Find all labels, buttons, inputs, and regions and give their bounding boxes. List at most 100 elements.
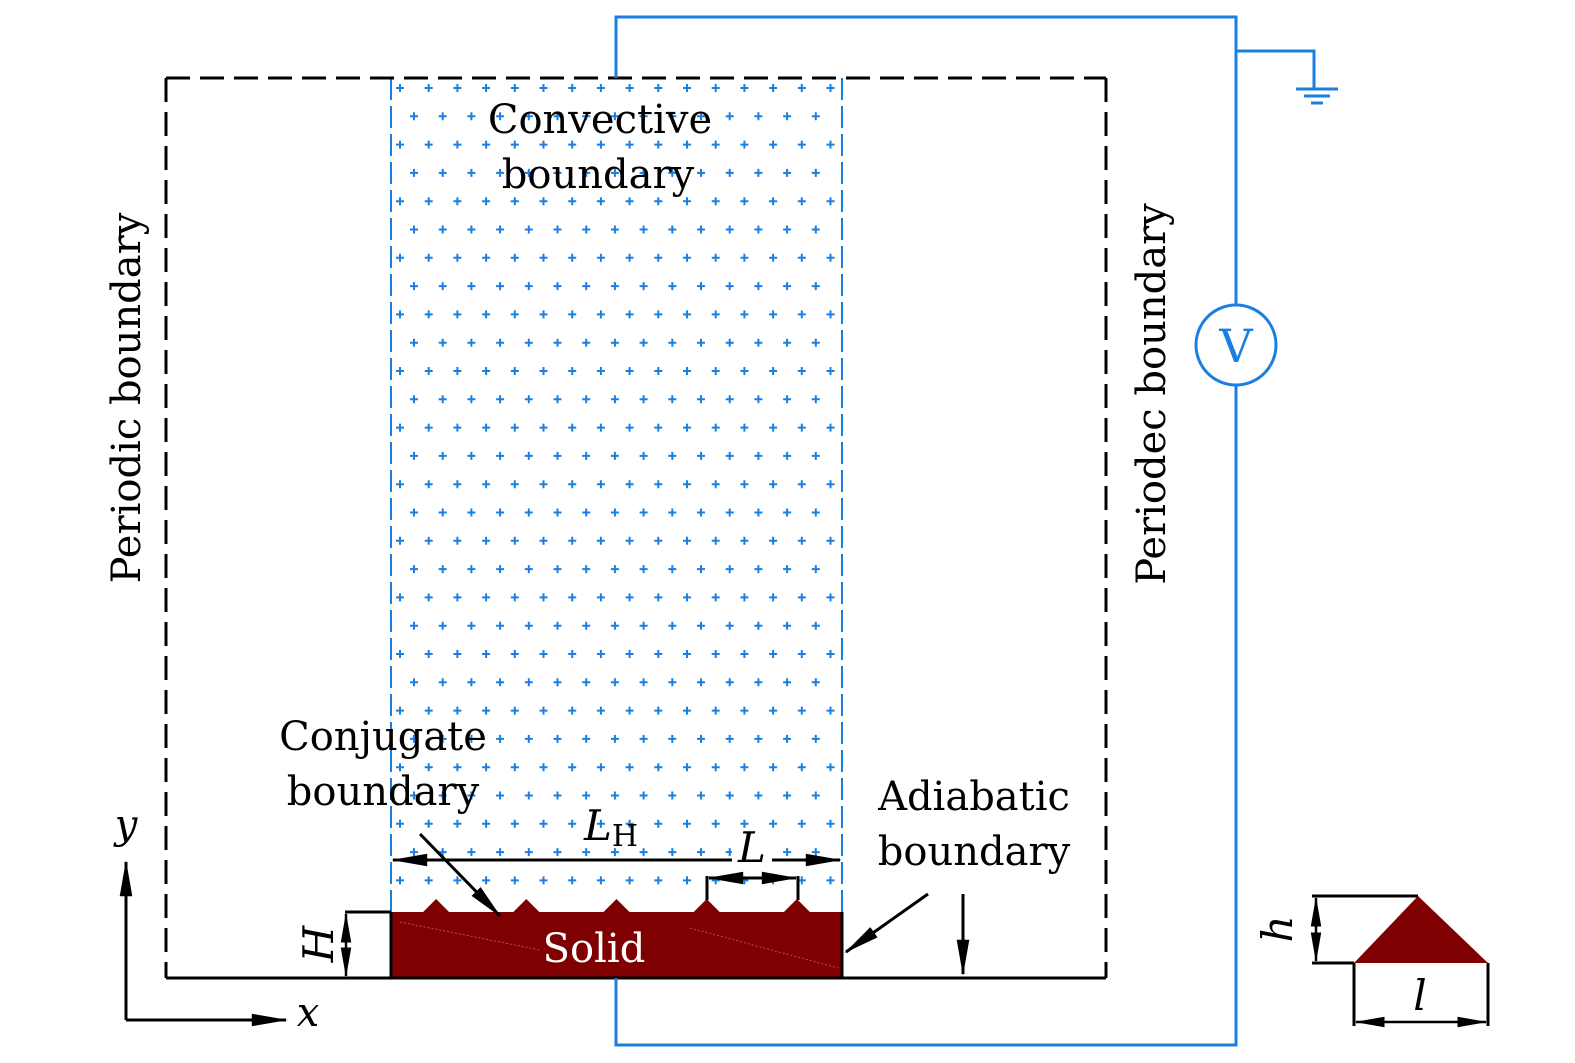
fluid-marker [797,763,806,772]
fluid-region [396,84,835,885]
fluid-marker [683,367,691,375]
fluid-marker [797,536,806,545]
fluid-marker [654,197,663,206]
fluid-marker [811,112,820,121]
fluid-marker [826,536,835,545]
fluid-marker [711,84,720,92]
fluid-marker [668,225,677,234]
fluid-marker [811,508,820,517]
fluid-marker [826,650,835,658]
fluid-marker [711,140,720,149]
fluid-marker [754,791,763,800]
fluid-marker [697,621,705,630]
fluid-marker [654,650,663,658]
fluid-marker [811,848,820,857]
fluid-marker [453,650,462,658]
fluid-marker [410,791,418,800]
fluid-marker [482,819,491,828]
fluid-marker [568,197,577,206]
fluid-marker [510,84,519,92]
fluid-marker [453,706,462,715]
periodic-boundary-right-label: Periodec boundary [1129,203,1175,585]
rib-geometry-inset: h l [1253,894,1490,1028]
fluid-marker [668,621,677,630]
fluid-marker [539,876,548,885]
fluid-marker [697,225,705,234]
fluid-marker [610,734,619,743]
fluid-marker [697,112,705,121]
fluid-marker [625,310,634,319]
fluid-marker [482,140,491,149]
fluid-marker [553,678,562,687]
fluid-marker [482,706,491,715]
fluid-marker [668,565,677,574]
fluid-marker [582,678,591,687]
fluid-marker [754,734,763,743]
fluid-marker [453,140,462,149]
fluid-marker [568,763,577,772]
fluid-marker [697,678,705,687]
fluid-marker [410,168,418,177]
fluid-marker [396,310,404,319]
fluid-marker [711,763,720,772]
fluid-marker [711,819,720,828]
fluid-marker [568,423,577,432]
fluid-marker [510,763,519,772]
fluid-marker [424,197,433,206]
fluid-marker [610,168,619,177]
fluid-marker [683,480,691,489]
fluid-marker [826,84,835,92]
fluid-marker [754,451,763,460]
fluid-marker [639,791,648,800]
fluid-marker [596,253,605,262]
fluid-marker [524,395,533,404]
fluid-marker [639,112,648,121]
fluid-marker [754,395,763,404]
fluid-marker [424,536,433,545]
fluid-marker [740,593,749,602]
fluid-marker [811,791,820,800]
fluid-marker [668,112,677,121]
fluid-marker [783,338,792,347]
fluid-marker [524,451,533,460]
fluid-marker [639,338,648,347]
fluid-marker [496,225,505,234]
fluid-marker [725,508,734,517]
fluid-marker [783,225,792,234]
fluid-marker [496,791,505,800]
fluid-marker [654,763,663,772]
fluid-marker [654,140,663,149]
fluid-marker [740,706,749,715]
fluid-marker [754,621,763,630]
fluid-marker [424,253,433,262]
fluid-marker [639,451,648,460]
fluid-marker [811,621,820,630]
fluid-marker [482,84,491,92]
fluid-marker [568,706,577,715]
fluid-marker [740,650,749,658]
fluid-marker [697,451,705,460]
fluid-marker [826,480,835,489]
fluid-marker [668,338,677,347]
fluid-marker [453,310,462,319]
fluid-marker [438,791,447,800]
fluid-marker [524,338,533,347]
fluid-marker [797,84,806,92]
fluid-marker [467,848,476,857]
fluid-marker [596,84,605,92]
fluid-marker [467,112,476,121]
fluid-marker [396,197,404,206]
ground-icon [1296,87,1338,105]
fluid-marker [496,451,505,460]
fluid-marker [524,734,533,743]
fluid-marker [596,763,605,772]
rib-length-label: l [1413,971,1426,1020]
fluid-marker [769,593,778,602]
solid-substrate: Solid [389,899,844,980]
fluid-marker [725,168,734,177]
fluid-marker [553,282,562,291]
fluid-marker [510,423,519,432]
fluid-marker [582,791,591,800]
fluid-marker [625,706,634,715]
